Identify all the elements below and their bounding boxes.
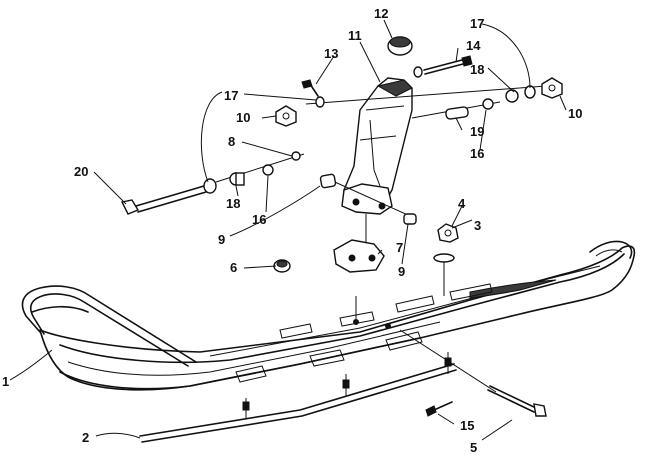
callout-9-right: 9: [398, 264, 405, 279]
callout-8: 8: [228, 134, 235, 149]
callout-19: 19: [470, 124, 484, 139]
leader-lines: [9, 19, 567, 441]
callout-6: 6: [230, 260, 237, 275]
callout-17-left: 17: [224, 88, 238, 103]
callout-14: 14: [466, 38, 481, 53]
callout-17-right: 17: [470, 16, 484, 31]
assembly-axis-lines: [215, 85, 547, 393]
callout-2: 2: [82, 430, 89, 445]
callout-16-right: 16: [470, 146, 484, 161]
callout-1: 1: [2, 374, 9, 389]
callout-3: 3: [474, 218, 481, 233]
callout-13: 13: [324, 46, 338, 61]
callout-18-right: 18: [470, 62, 484, 77]
callout-10-left: 10: [236, 110, 250, 125]
callout-10-right: 10: [568, 106, 582, 121]
callout-7: 7: [396, 240, 403, 255]
ski-handle-loop: [21, 285, 197, 367]
callout-20: 20: [74, 164, 88, 179]
callout-labels: 1 2 3 4 5 6 7 8 9 9 10 10 11 12 13 14 15…: [2, 6, 582, 455]
callout-9-left: 9: [218, 232, 225, 247]
callout-18-left: 18: [226, 196, 240, 211]
callout-15: 15: [460, 418, 474, 433]
spindle: [341, 77, 413, 215]
wear-bar: [139, 363, 457, 443]
callout-12: 12: [374, 6, 388, 21]
callout-16-left: 16: [252, 212, 266, 227]
hardware-parts: [229, 36, 563, 417]
callout-5: 5: [470, 440, 477, 455]
callout-11: 11: [348, 28, 362, 43]
long-bolt: [120, 178, 217, 215]
callout-4: 4: [458, 196, 466, 211]
